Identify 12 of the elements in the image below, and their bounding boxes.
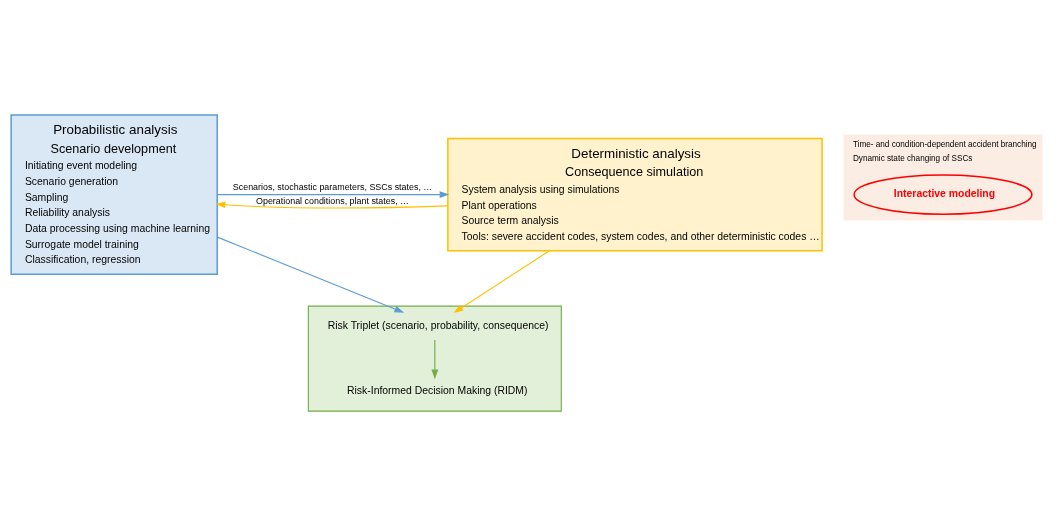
edge-label: Scenarios, stochastic parameters, SSCs states, … xyxy=(232,181,433,192)
arrow xyxy=(431,338,439,379)
node-text: Risk-Informed Decision Making (RIDM) xyxy=(347,384,528,396)
edge-label: Operational conditions, plant states, … xyxy=(256,195,410,206)
arrow xyxy=(216,236,405,313)
arrow xyxy=(453,249,551,313)
arrow xyxy=(216,190,450,198)
node-text: Risk Triplet (scenario, probability, consequence) xyxy=(327,319,549,331)
node-box: Probabilistic analysis Scenario development Initiating event modeling Scenario generation Sampling Reliability analysis Data processing using machine learning Surrogate model training Classification, regression xyxy=(10,113,218,275)
node-ellipse: Interactive modeling xyxy=(853,173,1033,215)
arrow xyxy=(215,200,449,209)
node-box: Deterministic analysis Consequence simulation System analysis using simulations Plant operations Source term analysis Tools: severe accident codes, system codes, and other deterministic codes … xyxy=(447,137,823,251)
